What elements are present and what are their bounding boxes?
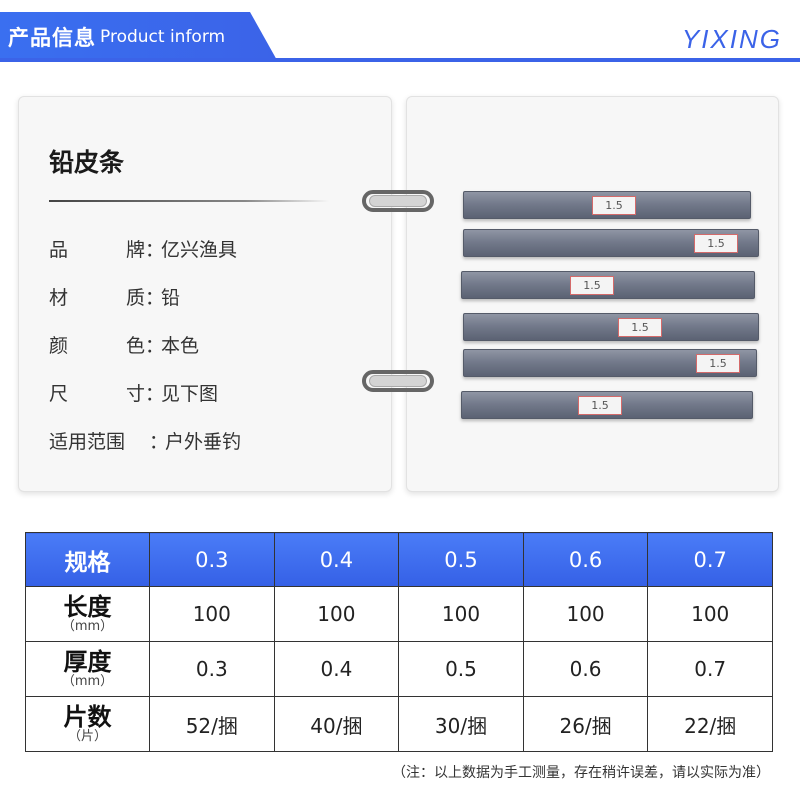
table-cell: 100 [647, 586, 773, 642]
header-underline [0, 58, 800, 62]
spec-row-material: 材质 ： 铅 [49, 283, 180, 310]
size-tag: 1.5 [694, 234, 738, 253]
table-row: 长度 （mm） 100 100 100 100 100 [25, 586, 773, 642]
table-cell: 52/捆 [149, 696, 275, 752]
section-title-en: Product inform [100, 27, 226, 47]
size-tag: 1.5 [618, 318, 662, 337]
row-label-text: 片数 [63, 702, 112, 731]
row-label-unit: （mm） [61, 618, 114, 634]
lead-strip: 1.5 [461, 271, 755, 299]
spec-key: 适用范围 [49, 431, 126, 453]
row-label-unit: （片） [67, 728, 107, 744]
size-tag: 1.5 [570, 276, 614, 295]
row-label: 片数 （片） [25, 696, 150, 752]
table-header-label: 规格 [25, 532, 150, 587]
section-title-cn: 产品信息 [8, 26, 96, 50]
table-cell: 0.4 [273, 641, 400, 697]
table-cell: 100 [149, 586, 275, 642]
spec-row-usage: 适用范围 ： 户外垂钓 [49, 427, 241, 454]
spec-key: 品牌 [49, 239, 145, 261]
title-divider [49, 200, 329, 202]
size-tag: 1.5 [696, 354, 740, 373]
table-header-cell: 0.6 [522, 532, 649, 587]
table-row: 厚度 （mm） 0.3 0.4 0.5 0.6 0.7 [25, 641, 773, 697]
table-header-cell: 0.7 [647, 532, 773, 587]
row-label-text: 长度 [63, 592, 112, 621]
table-cell: 22/捆 [647, 696, 773, 752]
table-cell: 100 [398, 586, 524, 642]
table-cell: 30/捆 [398, 696, 524, 752]
lead-strip: 1.5 [463, 349, 757, 377]
row-label: 长度 （mm） [25, 586, 150, 642]
brand-logo-text: YIXING [681, 24, 782, 54]
product-name: 铅皮条 [49, 148, 125, 177]
measurement-footnote: （注：以上数据为手工测量，存在稍许误差，请以实际为准） [392, 765, 770, 781]
table-row: 片数 （片） 52/捆 40/捆 30/捆 26/捆 22/捆 [25, 696, 773, 752]
spec-value: 户外垂钓 [165, 431, 242, 453]
table-header-cell: 0.4 [273, 532, 400, 587]
spec-key: 颜色 [49, 335, 145, 357]
table-cell: 26/捆 [522, 696, 649, 752]
spec-key: 尺寸 [49, 383, 145, 405]
lead-strip: 1.5 [463, 229, 759, 257]
size-tag: 1.5 [578, 396, 622, 415]
lead-strip: 1.5 [463, 313, 759, 341]
row-label: 厚度 （mm） [25, 641, 150, 697]
spec-table: 规格 0.3 0.4 0.5 0.6 0.7 长度 （mm） 100 100 1… [25, 532, 773, 752]
lead-strip: 1.5 [463, 191, 751, 219]
section-header-tab: 产品信息 Product inform [0, 12, 278, 62]
spec-value: 见下图 [161, 383, 219, 405]
table-header-cell: 0.3 [149, 532, 275, 587]
binder-ring-top [362, 190, 434, 212]
size-tag: 1.5 [592, 196, 636, 215]
table-header-row: 规格 0.3 0.4 0.5 0.6 0.7 [25, 532, 773, 587]
spec-value: 铅 [161, 287, 181, 309]
table-header-cell: 0.5 [398, 532, 524, 587]
table-cell: 100 [522, 586, 649, 642]
table-cell: 100 [273, 586, 400, 642]
table-cell: 0.7 [647, 641, 773, 697]
row-label-unit: （mm） [61, 673, 114, 689]
spec-row-color: 颜色 ： 本色 [49, 331, 199, 358]
spec-value: 本色 [161, 335, 200, 357]
table-cell: 40/捆 [273, 696, 400, 752]
binder-ring-top-inner [369, 195, 427, 207]
lead-strip: 1.5 [461, 391, 753, 419]
table-cell: 0.6 [522, 641, 649, 697]
spec-key: 材质 [49, 287, 145, 309]
table-cell: 0.5 [398, 641, 524, 697]
product-photo-panel: 1.5 1.5 1.5 1.5 1.5 1.5 [406, 96, 779, 492]
row-label-text: 厚度 [63, 647, 112, 676]
spec-value: 亿兴渔具 [161, 239, 238, 261]
product-info-panel: 铅皮条 品牌 ： 亿兴渔具 材质 ： 铅 颜色 ： 本色 尺寸 ： 见下图 适用… [18, 96, 392, 492]
spec-row-size: 尺寸 ： 见下图 [49, 379, 218, 406]
spec-row-brand: 品牌 ： 亿兴渔具 [49, 235, 237, 262]
binder-ring-bottom [362, 370, 434, 392]
table-cell: 0.3 [149, 641, 275, 697]
binder-ring-bottom-inner [369, 375, 427, 387]
